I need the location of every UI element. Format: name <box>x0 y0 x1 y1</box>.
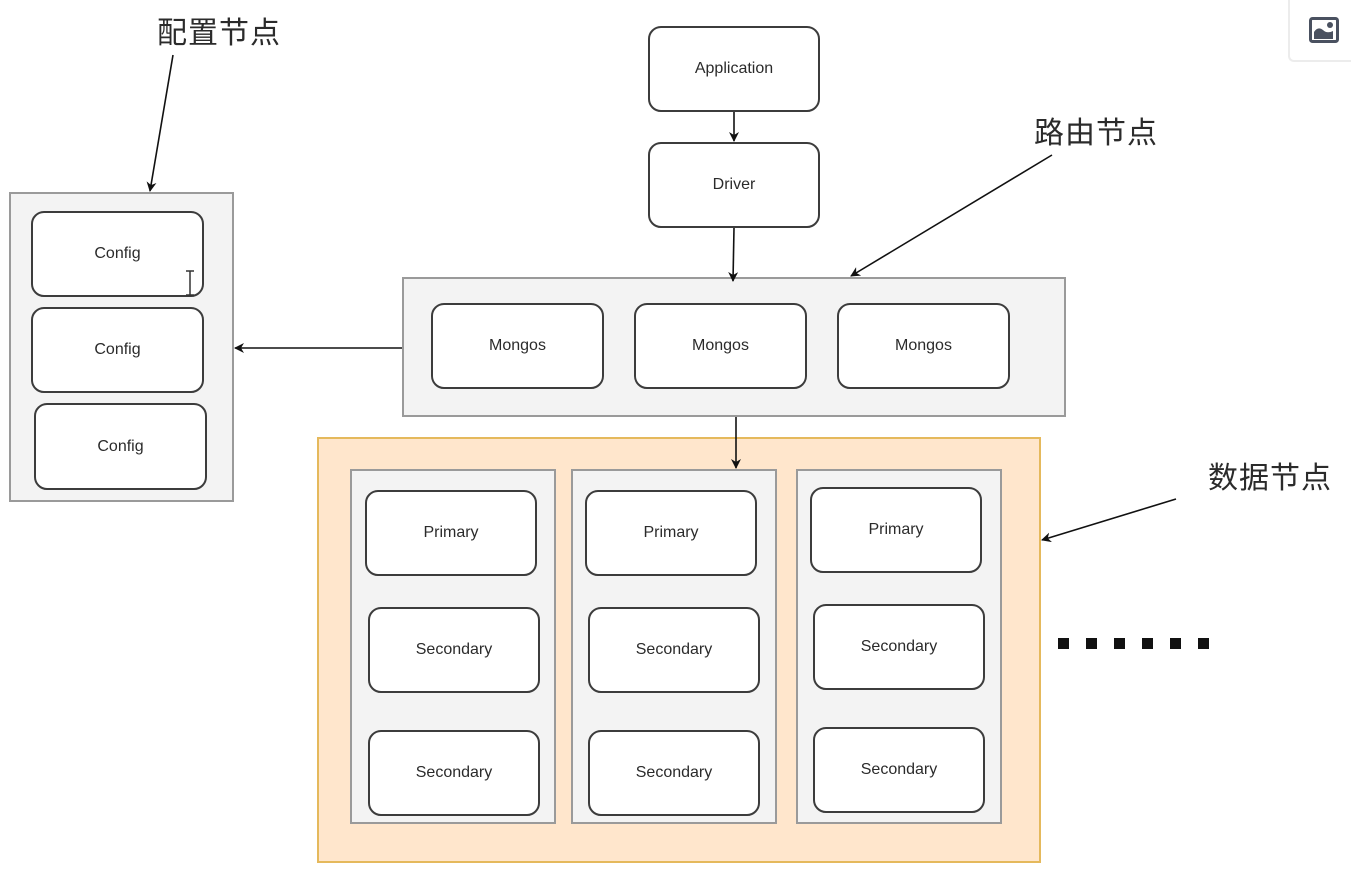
application-node[interactable]: Application <box>648 26 820 112</box>
primary-node[interactable]: Primary <box>810 487 982 573</box>
mongos-node[interactable]: Mongos <box>837 303 1010 389</box>
secondary-node[interactable]: Secondary <box>813 604 985 690</box>
arrow-config-label <box>146 54 174 192</box>
ellipsis-dot <box>1198 638 1209 649</box>
config-server-node[interactable]: Config <box>31 211 204 297</box>
arrow-driver-to-mongos <box>728 227 739 282</box>
mongos-node[interactable]: Mongos <box>431 303 604 389</box>
config-server-node[interactable]: Config <box>34 403 207 490</box>
driver-node[interactable]: Driver <box>648 142 820 228</box>
ellipsis-dot <box>1114 638 1125 649</box>
text-cursor-icon <box>186 270 194 296</box>
secondary-node[interactable]: Secondary <box>588 730 760 816</box>
primary-node[interactable]: Primary <box>585 490 757 576</box>
image-button[interactable] <box>1288 0 1351 62</box>
more-shards-indicator <box>1058 638 1209 649</box>
arrow-data-label <box>1041 498 1177 543</box>
secondary-node[interactable]: Secondary <box>588 607 760 693</box>
data-node-label: 数据节点 <box>1208 461 1332 496</box>
arrow-router-label <box>850 154 1053 277</box>
ellipsis-dot <box>1086 638 1097 649</box>
primary-node[interactable]: Primary <box>365 490 537 576</box>
ellipsis-dot <box>1142 638 1153 649</box>
ellipsis-dot <box>1058 638 1069 649</box>
mongos-node[interactable]: Mongos <box>634 303 807 389</box>
secondary-node[interactable]: Secondary <box>813 727 985 813</box>
secondary-node[interactable]: Secondary <box>368 607 540 693</box>
image-icon <box>1309 17 1339 43</box>
config-node-label: 配置节点 <box>157 16 281 51</box>
router-node-label: 路由节点 <box>1034 116 1158 151</box>
ellipsis-dot <box>1170 638 1181 649</box>
config-server-node[interactable]: Config <box>31 307 204 393</box>
secondary-node[interactable]: Secondary <box>368 730 540 816</box>
